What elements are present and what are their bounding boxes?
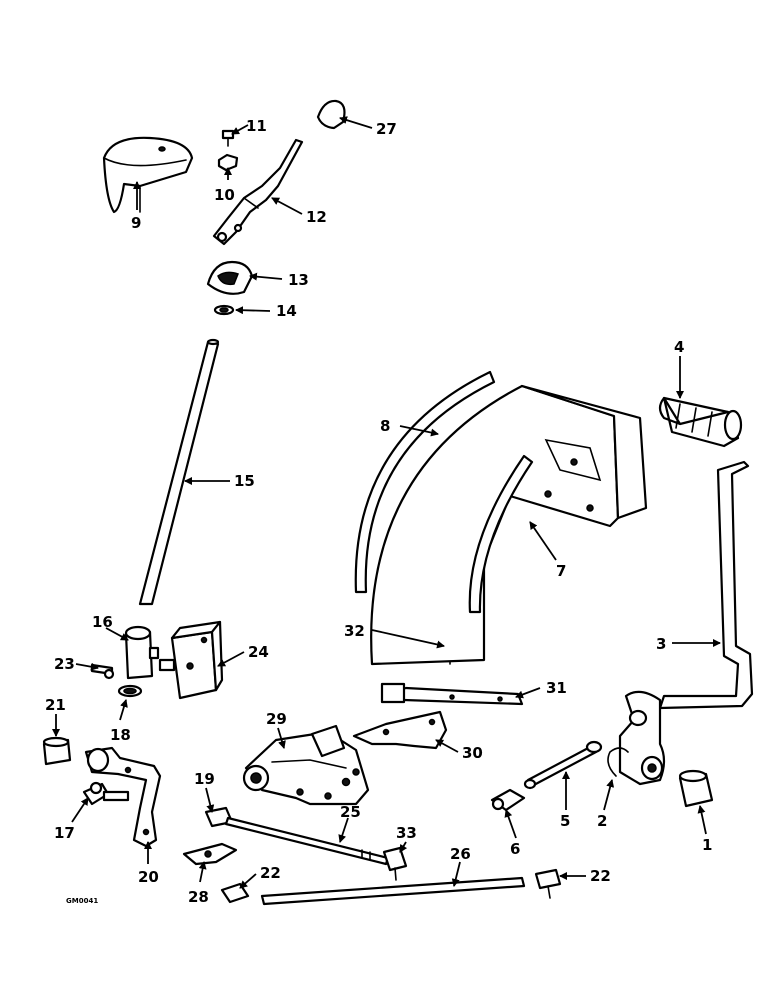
callout-12: 12 [306,208,327,226]
part-17-clevis [82,781,130,806]
part-18-ring [117,684,143,698]
callouts: 1 2 3 4 5 6 7 8 9 10 11 12 13 14 15 16 1… [45,117,712,906]
part-13-plate [206,260,254,295]
callout-23: 23 [54,655,75,673]
callout-5: 5 [560,812,570,830]
callout-14: 14 [276,302,297,320]
part-7-fender [370,384,648,666]
callout-25: 25 [340,803,361,821]
callout-27: 27 [376,120,397,138]
part-24-block [158,620,224,700]
callout-17: 17 [54,824,75,842]
part-16-coupler [124,625,160,680]
part-30-bracket [352,710,448,750]
callout-22a: 22 [260,864,281,882]
callout-11: 11 [246,117,267,135]
callout-18: 18 [110,726,131,744]
part-4-cylinder [658,396,743,448]
part-26-long-rod [260,876,526,906]
callout-4: 4 [674,338,684,356]
part-8-wear-strip [354,370,496,594]
drawing-code: GM0041 [66,897,98,905]
callout-29: 29 [266,710,287,728]
part-5-link-rod [523,740,603,790]
part-25-shaft [224,816,390,866]
part-2-clip [607,747,629,777]
callout-26: 26 [450,845,471,863]
part-14-washer [213,304,235,316]
part-10-nut [217,153,239,172]
part-9-cover [102,136,194,214]
part-31-strap [380,682,524,706]
callout-2: 2 [597,812,607,830]
part-12-shift-lever [212,138,304,246]
part-28-bracket [182,842,238,866]
callout-9: 9 [131,214,141,232]
callout-16: 16 [92,613,113,631]
part-3-lever [618,460,754,786]
callout-6: 6 [510,840,520,858]
part-22-rod-end-left [220,882,250,904]
callout-1: 1 [702,836,712,854]
part-22-rod-end-right [534,868,562,899]
callout-31: 31 [546,679,567,697]
callout-3: 3 [656,635,666,653]
part-27-knob [316,99,346,130]
callout-30: 30 [462,744,483,762]
callout-10: 10 [214,186,235,204]
part-1-bushing [678,769,714,808]
part-29-housing [242,724,370,806]
callout-28: 28 [188,888,209,906]
callout-15: 15 [234,472,255,490]
callout-33: 33 [396,824,417,842]
callout-8: 8 [380,417,390,435]
part-21-bushing [42,736,72,766]
callout-32: 32 [344,622,365,640]
part-33-collar [382,846,408,881]
callout-22b: 22 [590,867,611,885]
callout-13: 13 [288,271,309,289]
leader-lines [52,116,721,889]
callout-24: 24 [248,643,269,661]
callout-21: 21 [45,696,66,714]
part-11-bolt [221,129,235,147]
callout-7: 7 [556,562,566,580]
callout-19: 19 [194,770,215,788]
callout-20: 20 [138,868,159,886]
part-6-clevis [490,788,526,812]
part-15-shift-rod [138,338,220,606]
